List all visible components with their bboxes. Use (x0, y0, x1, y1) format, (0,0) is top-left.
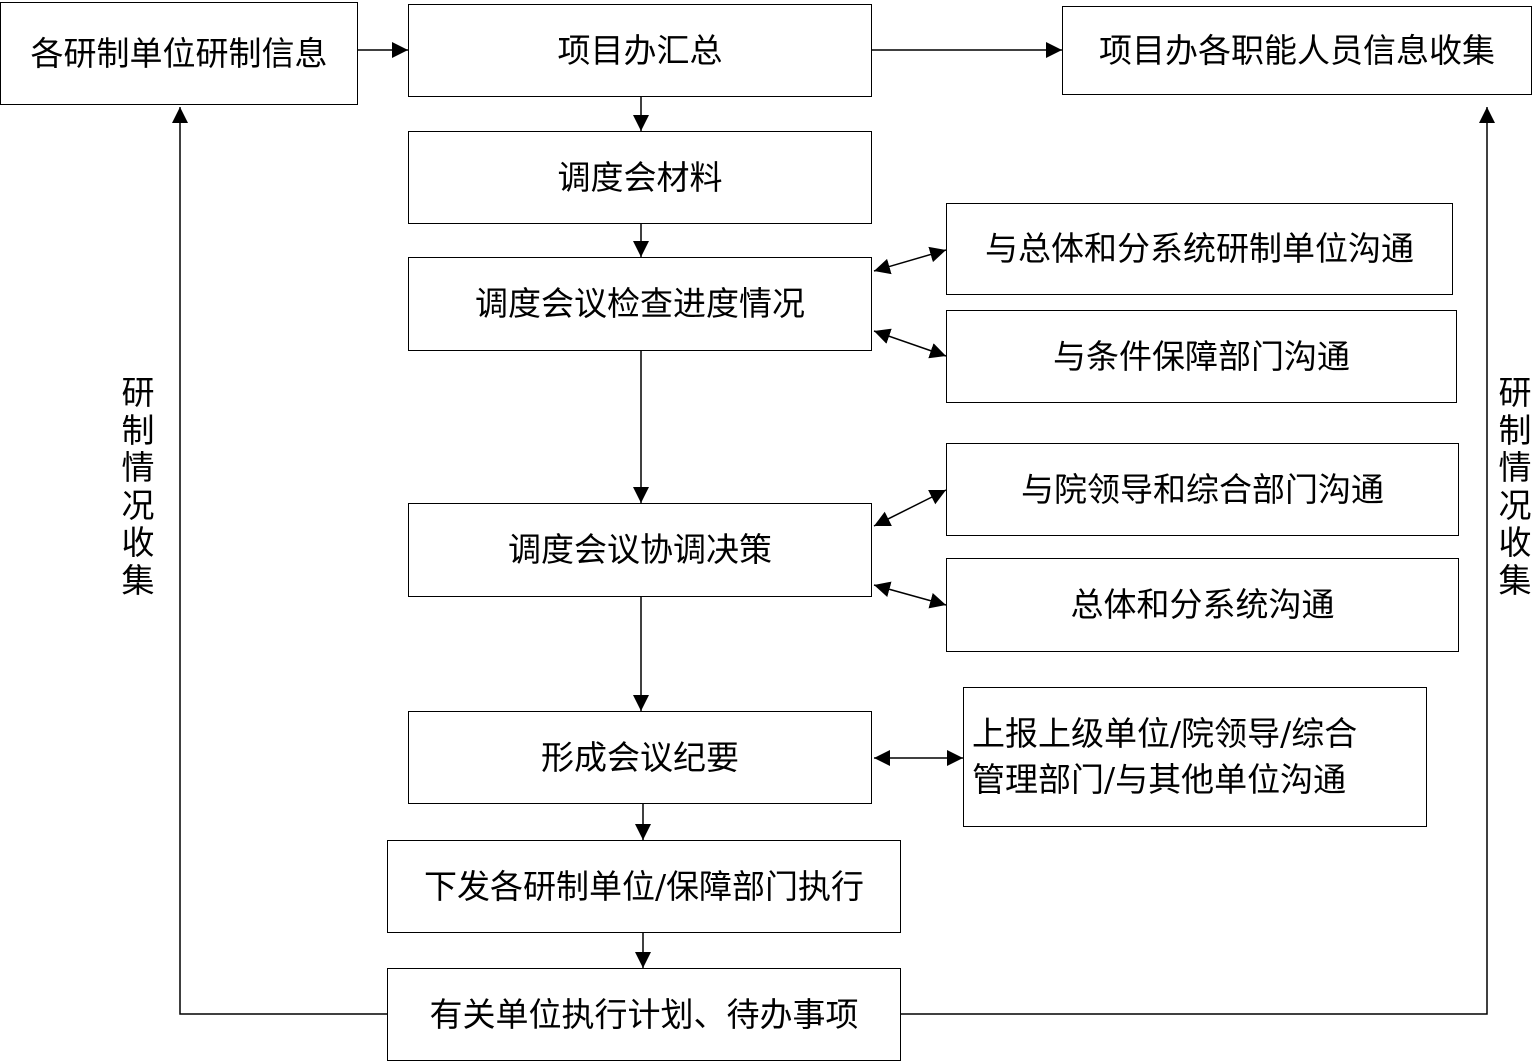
node-coordination-decision: 调度会议协调决策 (408, 503, 872, 597)
node-issue-execution: 下发各研制单位/保障部门执行 (387, 840, 901, 933)
node-progress-check: 调度会议检查进度情况 (408, 257, 872, 351)
node-comm-overall-subsystem-units: 与总体和分系统研制单位沟通 (946, 203, 1453, 295)
side-label-left: 研制情况收集 (121, 373, 155, 601)
feedback-loop-left (172, 107, 387, 1015)
feedback-loop-right (901, 107, 1495, 1015)
node-execution-plan: 有关单位执行计划、待办事项 (387, 968, 901, 1061)
node-comm-overall-subsystem: 总体和分系统沟通 (946, 558, 1459, 652)
side-label-right: 研制情况收集 (1498, 373, 1532, 601)
node-comm-support-dept: 与条件保障部门沟通 (946, 310, 1457, 403)
arrow-check-support (873, 328, 947, 359)
arrow-decision-subsystem (873, 581, 947, 609)
arrow-check-units (873, 246, 947, 275)
node-meeting-minutes: 形成会议纪要 (408, 711, 872, 804)
arrow-decision-leadership (873, 489, 947, 527)
node-comm-leadership: 与院领导和综合部门沟通 (946, 443, 1459, 536)
node-research-info: 各研制单位研制信息 (0, 2, 358, 105)
node-meeting-materials: 调度会材料 (408, 131, 872, 224)
node-staff-collection: 项目办各职能人员信息收集 (1062, 6, 1532, 95)
node-office-summary: 项目办汇总 (408, 4, 872, 97)
node-report-superiors: 上报上级单位/院领导/综合 管理部门/与其他单位沟通 (963, 687, 1427, 827)
